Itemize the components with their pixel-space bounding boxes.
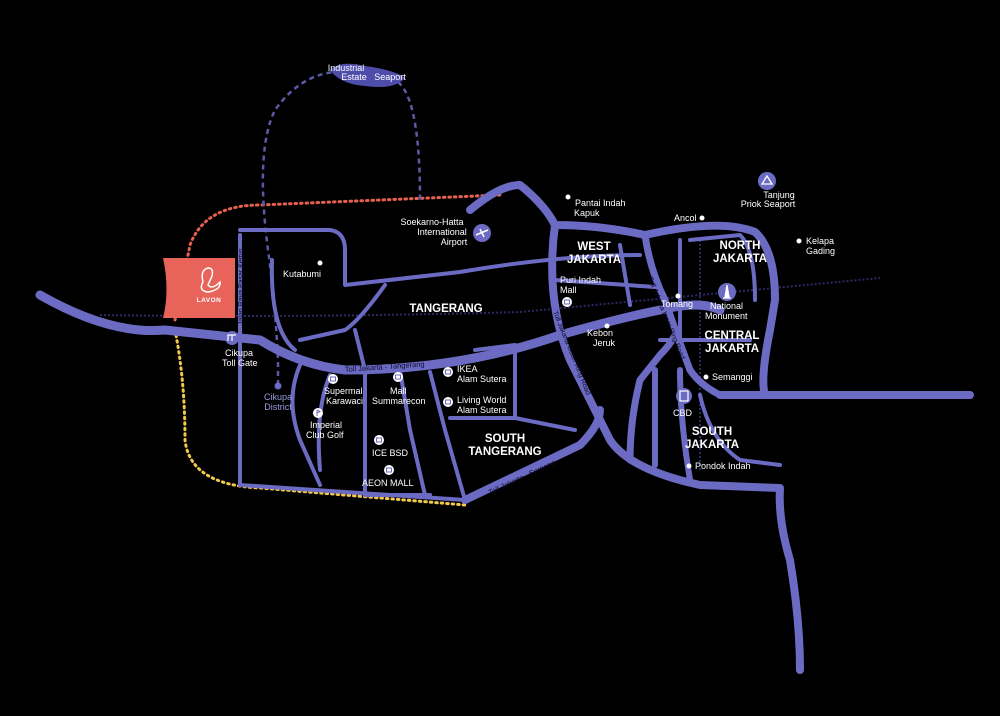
label-kutabumi: Kutabumi xyxy=(283,269,321,279)
label-imperial-1: Imperial xyxy=(310,420,342,430)
golf-icon-imperial[interactable] xyxy=(313,408,323,418)
area-labels: TANGERANG SOUTH TANGERANG WEST JAKARTA N… xyxy=(409,240,767,458)
area-south-tangerang-line1: SOUTH xyxy=(485,433,525,445)
label-pantai-indah-2: Kapuk xyxy=(574,208,600,218)
dot-ancol xyxy=(699,215,705,221)
label-tanjung-priok-1: Tanjung xyxy=(763,190,795,200)
label-national-monument-2: Monument xyxy=(705,311,748,321)
dot-kutabumi xyxy=(317,260,323,266)
building-icon-cbd[interactable] xyxy=(676,388,692,404)
swan-icon xyxy=(200,267,221,293)
dot-kebon-jeruk xyxy=(604,323,610,329)
area-tangerang: TANGERANG xyxy=(409,303,482,315)
label-industrial-estate-2: Estate xyxy=(341,72,367,82)
label-living-world-1: Living World xyxy=(457,395,506,405)
monument-icon[interactable] xyxy=(718,283,736,301)
dot-semanggi xyxy=(703,374,709,380)
label-national-monument-1: National xyxy=(710,301,743,311)
mall-icon-supermal[interactable] xyxy=(328,374,338,384)
label-puri-indah-2: Mall xyxy=(560,285,577,295)
area-central-jakarta-line1: CENTRAL xyxy=(705,330,760,342)
label-pantai-indah-1: Pantai Indah xyxy=(575,198,626,208)
label-cikupa-district-2: District xyxy=(264,402,292,412)
label-cikupa-toll-1: Cikupa xyxy=(225,348,253,358)
label-industrial-estate-1: Industrial xyxy=(328,63,365,73)
label-aeon-mall: AEON MALL xyxy=(362,478,414,488)
area-north-jakarta-line2: JAKARTA xyxy=(713,253,767,265)
label-kelapa-gading-1: Kelapa xyxy=(806,236,834,246)
label-kebon-jeruk-2: Jeruk xyxy=(593,338,616,348)
label-living-world-2: Alam Sutera xyxy=(457,405,507,415)
toll-gate-icon[interactable] xyxy=(225,331,239,345)
secondary-roads xyxy=(238,228,782,502)
label-puri-indah-1: Puri Indah xyxy=(560,275,601,285)
place-dots xyxy=(317,194,802,469)
area-south-tangerang-line2: TANGERANG xyxy=(468,446,541,458)
label-cbd: CBD xyxy=(673,408,693,418)
label-kebon-jeruk-1: Kebon xyxy=(587,328,613,338)
industrial-estate-area xyxy=(330,63,405,87)
label-tanjung-priok-2: Priok Seaport xyxy=(741,199,796,209)
label-ikea-1: IKEA xyxy=(457,364,478,374)
label-imperial-2: Club Golf xyxy=(306,430,344,440)
label-kelapa-gading-2: Gading xyxy=(806,246,835,256)
label-airport-2: International xyxy=(417,227,467,237)
place-labels: Industrial Estate Seaport Soekarno-Hatta… xyxy=(222,63,835,488)
route-red-dotted xyxy=(173,193,502,322)
label-pondok-indah: Pondok Indah xyxy=(695,461,751,471)
mall-icon-summarecon[interactable] xyxy=(393,372,403,382)
label-ice-bsd: ICE BSD xyxy=(372,448,409,458)
area-south-jakarta-line2: JAKARTA xyxy=(685,439,739,451)
mall-icon-aeon[interactable] xyxy=(384,465,394,475)
route-yellow-dotted xyxy=(173,328,467,507)
area-west-jakarta-line2: JAKARTA xyxy=(567,254,621,266)
label-cikupa-district-1: Cikupa xyxy=(264,392,292,402)
seaport-icon[interactable] xyxy=(758,172,776,190)
road-label-pasar-kemis: Jalan Raya Pasar Kemis xyxy=(238,248,245,325)
dot-kelapa-gading xyxy=(796,238,802,244)
label-ikea-2: Alam Sutera xyxy=(457,374,507,384)
area-north-jakarta-line1: NORTH xyxy=(720,240,761,252)
airport-icon[interactable] xyxy=(473,224,491,242)
label-supermal-2: Karawaci xyxy=(326,396,363,406)
road-network xyxy=(35,181,974,674)
dot-pondok-indah xyxy=(686,463,692,469)
cikupa-district-pin[interactable] xyxy=(274,382,282,390)
label-seaport: Seaport xyxy=(374,72,406,82)
area-central-jakarta-line2: JAKARTA xyxy=(705,343,759,355)
label-ancol: Ancol xyxy=(674,213,697,223)
lavon-logo: LAVON xyxy=(197,297,222,304)
dot-pantai-indah xyxy=(565,194,571,200)
label-airport-3: Airport xyxy=(441,237,468,247)
label-tomang: Tomang xyxy=(661,299,693,309)
label-mall-summarecon-1: Mall xyxy=(390,386,407,396)
mall-icon-ice-bsd[interactable] xyxy=(374,435,384,445)
mall-icon-living-world[interactable] xyxy=(443,397,453,407)
label-airport-1: Soekarno-Hatta xyxy=(400,217,463,227)
area-west-jakarta-line1: WEST xyxy=(577,241,610,253)
area-south-jakarta-line1: SOUTH xyxy=(692,426,732,438)
mall-icon-ikea[interactable] xyxy=(443,367,453,377)
label-supermal-1: Supermal xyxy=(324,386,363,396)
label-semanggi: Semanggi xyxy=(712,372,753,382)
label-mall-summarecon-2: Summarecon xyxy=(372,396,426,406)
label-cikupa-toll-2: Toll Gate xyxy=(222,358,258,368)
mall-icon-puri-indah[interactable] xyxy=(562,297,572,307)
lavon-site-block[interactable]: LAVON xyxy=(163,258,235,318)
dot-tomang xyxy=(675,293,681,299)
